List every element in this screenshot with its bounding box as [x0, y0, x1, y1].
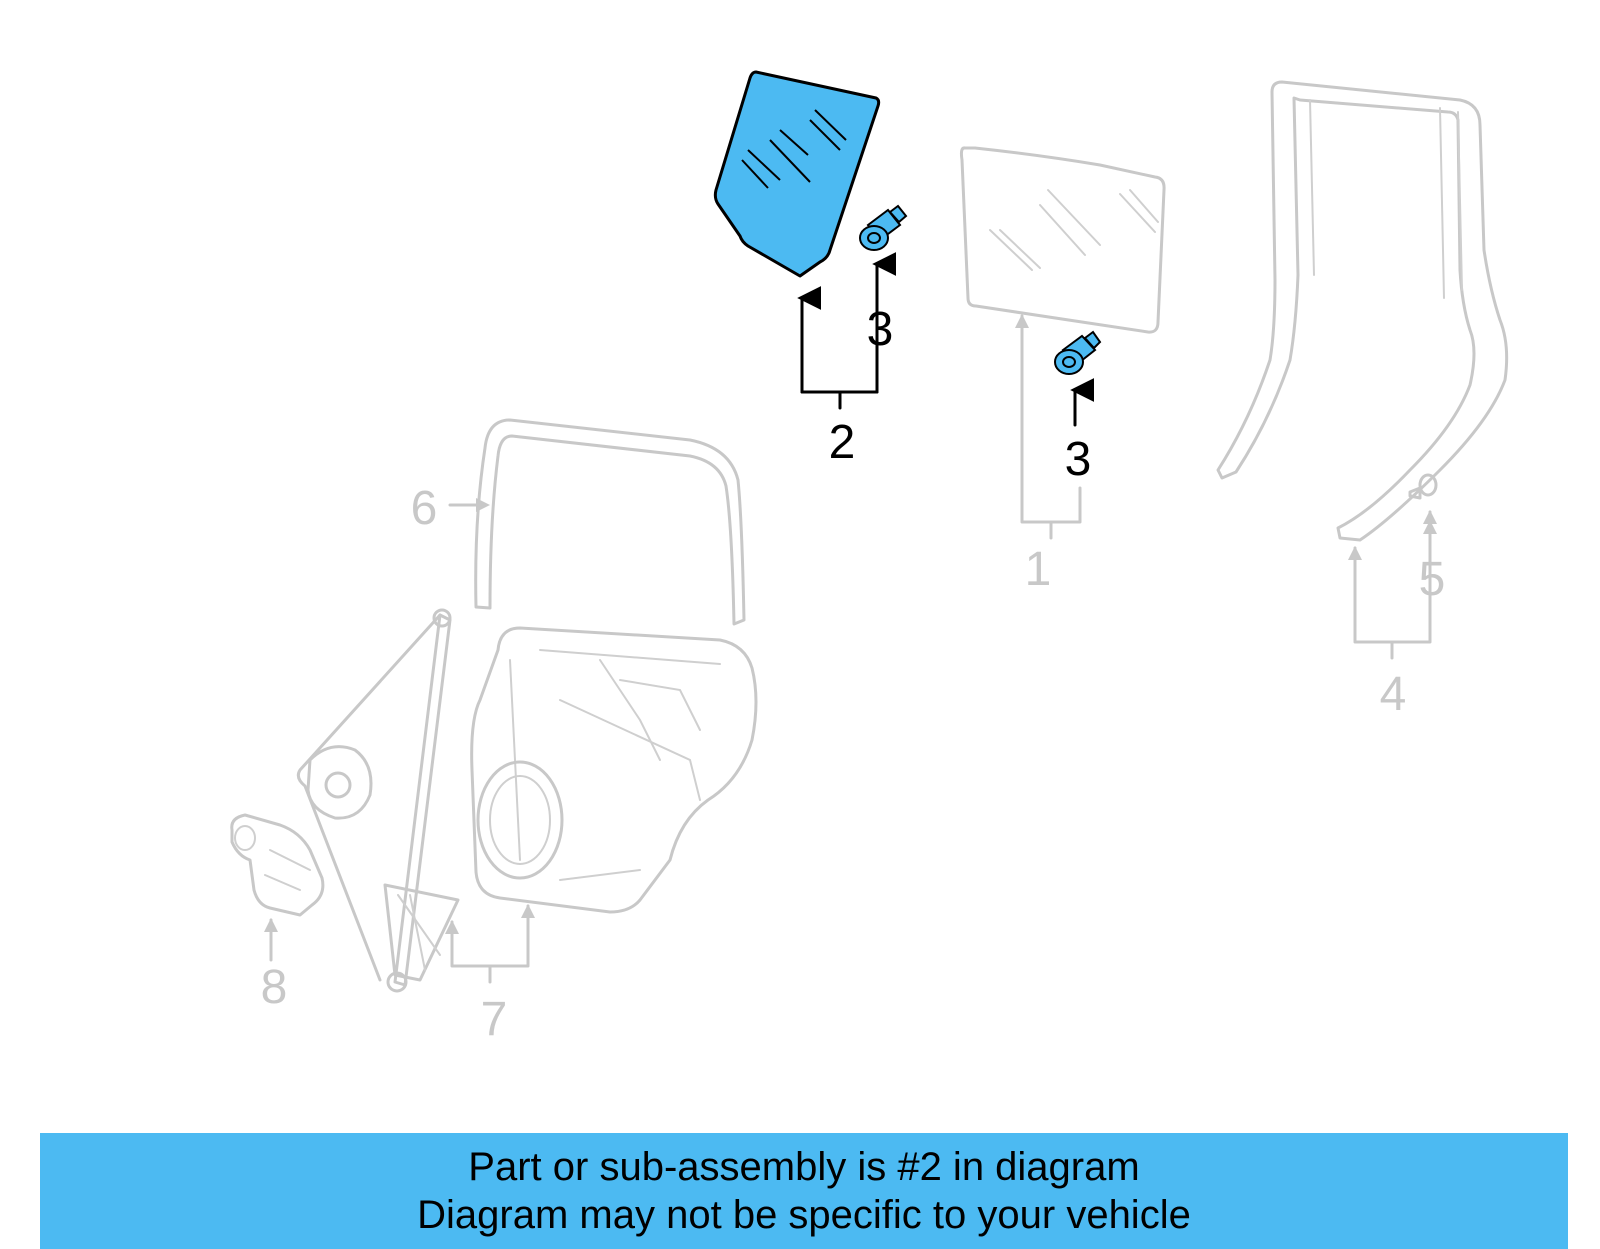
callout-3b: 3	[1065, 433, 1092, 486]
callout-8-leader	[264, 918, 278, 962]
callout-4: 4	[1380, 668, 1407, 721]
part-5-screw	[1408, 473, 1438, 500]
banner-line-2: Diagram may not be specific to your vehi…	[417, 1193, 1191, 1237]
callout-2-leader	[797, 252, 897, 410]
part-4-run-channel	[1216, 80, 1509, 542]
part-2-highlighted-glass	[713, 70, 881, 278]
callout-1: 1	[1025, 543, 1052, 596]
info-banner: Part or sub-assembly is #2 in diagram Di…	[40, 1133, 1568, 1249]
callout-7-leader	[445, 904, 535, 984]
callout-5: 5	[1419, 553, 1446, 606]
part-3-bolt-right	[1054, 330, 1102, 375]
callout-5-leader	[1423, 510, 1437, 542]
banner-line-1: Part or sub-assembly is #2 in diagram	[468, 1145, 1140, 1189]
callout-8: 8	[261, 961, 288, 1014]
callout-6-leader	[448, 498, 490, 512]
parts-diagram: 1 3 3 2	[230, 70, 1509, 1046]
part-6-seal	[474, 418, 746, 626]
part-8-window-motor	[230, 813, 325, 917]
part-7-door-module	[296, 608, 758, 993]
callout-7: 7	[481, 993, 508, 1046]
callout-6: 6	[411, 482, 438, 535]
part-1-door-glass	[959, 146, 1166, 334]
part-3-bolt-top	[859, 204, 908, 251]
callout-2: 2	[829, 416, 856, 469]
callout-1-leader	[1015, 314, 1082, 540]
callout-3a: 3	[867, 303, 894, 356]
